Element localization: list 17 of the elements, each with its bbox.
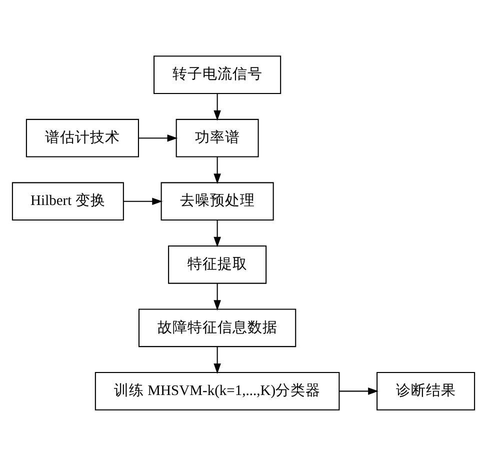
- arrow: [339, 388, 378, 395]
- node-box: 特征提取: [168, 245, 267, 284]
- node-box: 故障特征信息数据: [138, 308, 296, 348]
- arrow: [214, 156, 221, 184]
- node-box: Hilbert 变换: [12, 182, 124, 221]
- node-box: 训练 MHSVM-k(k=1,...,K)分类器: [94, 372, 340, 410]
- arrow: [214, 283, 221, 311]
- arrow: [138, 134, 178, 142]
- node-box: 转子电流信号: [154, 56, 282, 94]
- arrow: [214, 346, 221, 374]
- arrow: [214, 94, 221, 121]
- node-box: 去噪预处理: [160, 182, 274, 221]
- arrow: [124, 198, 163, 205]
- node-box: 功率谱: [176, 118, 259, 158]
- node-box: 诊断结果: [376, 372, 476, 410]
- arrow: [214, 220, 221, 248]
- node-box: 谱估计技术: [26, 118, 139, 158]
